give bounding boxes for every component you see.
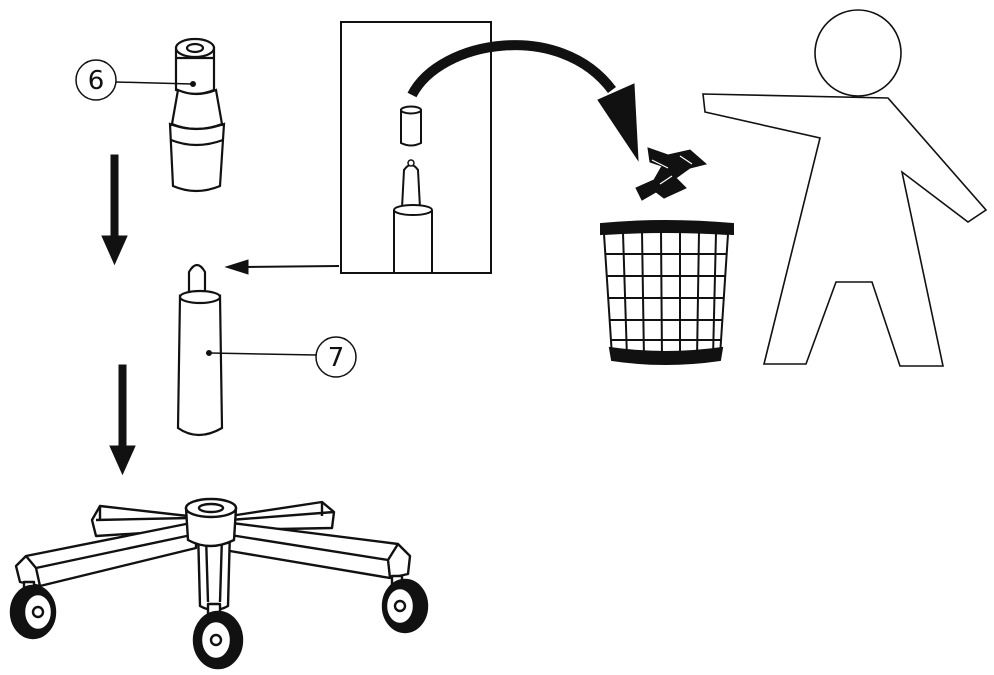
trash-can-icon: [601, 221, 733, 364]
cap-removal-detail-box: [341, 22, 491, 273]
down-arrow-icon: [110, 365, 135, 474]
callout-6-label: 6: [88, 66, 105, 96]
left-arrow-icon: [226, 260, 339, 274]
callout-7: 7: [207, 337, 357, 377]
caster-wheel-right: [383, 580, 427, 632]
part-7-gas-lift: [178, 265, 222, 435]
down-arrow-icon: [102, 155, 127, 264]
waste-icon: [636, 148, 706, 200]
part-6-sleeve: [170, 39, 224, 191]
caster-wheel-left: [11, 586, 55, 638]
callout-7-label: 7: [328, 343, 345, 373]
caster-wheel-front: [194, 612, 242, 668]
chair-base: [16, 499, 410, 618]
person-icon: [703, 10, 986, 366]
